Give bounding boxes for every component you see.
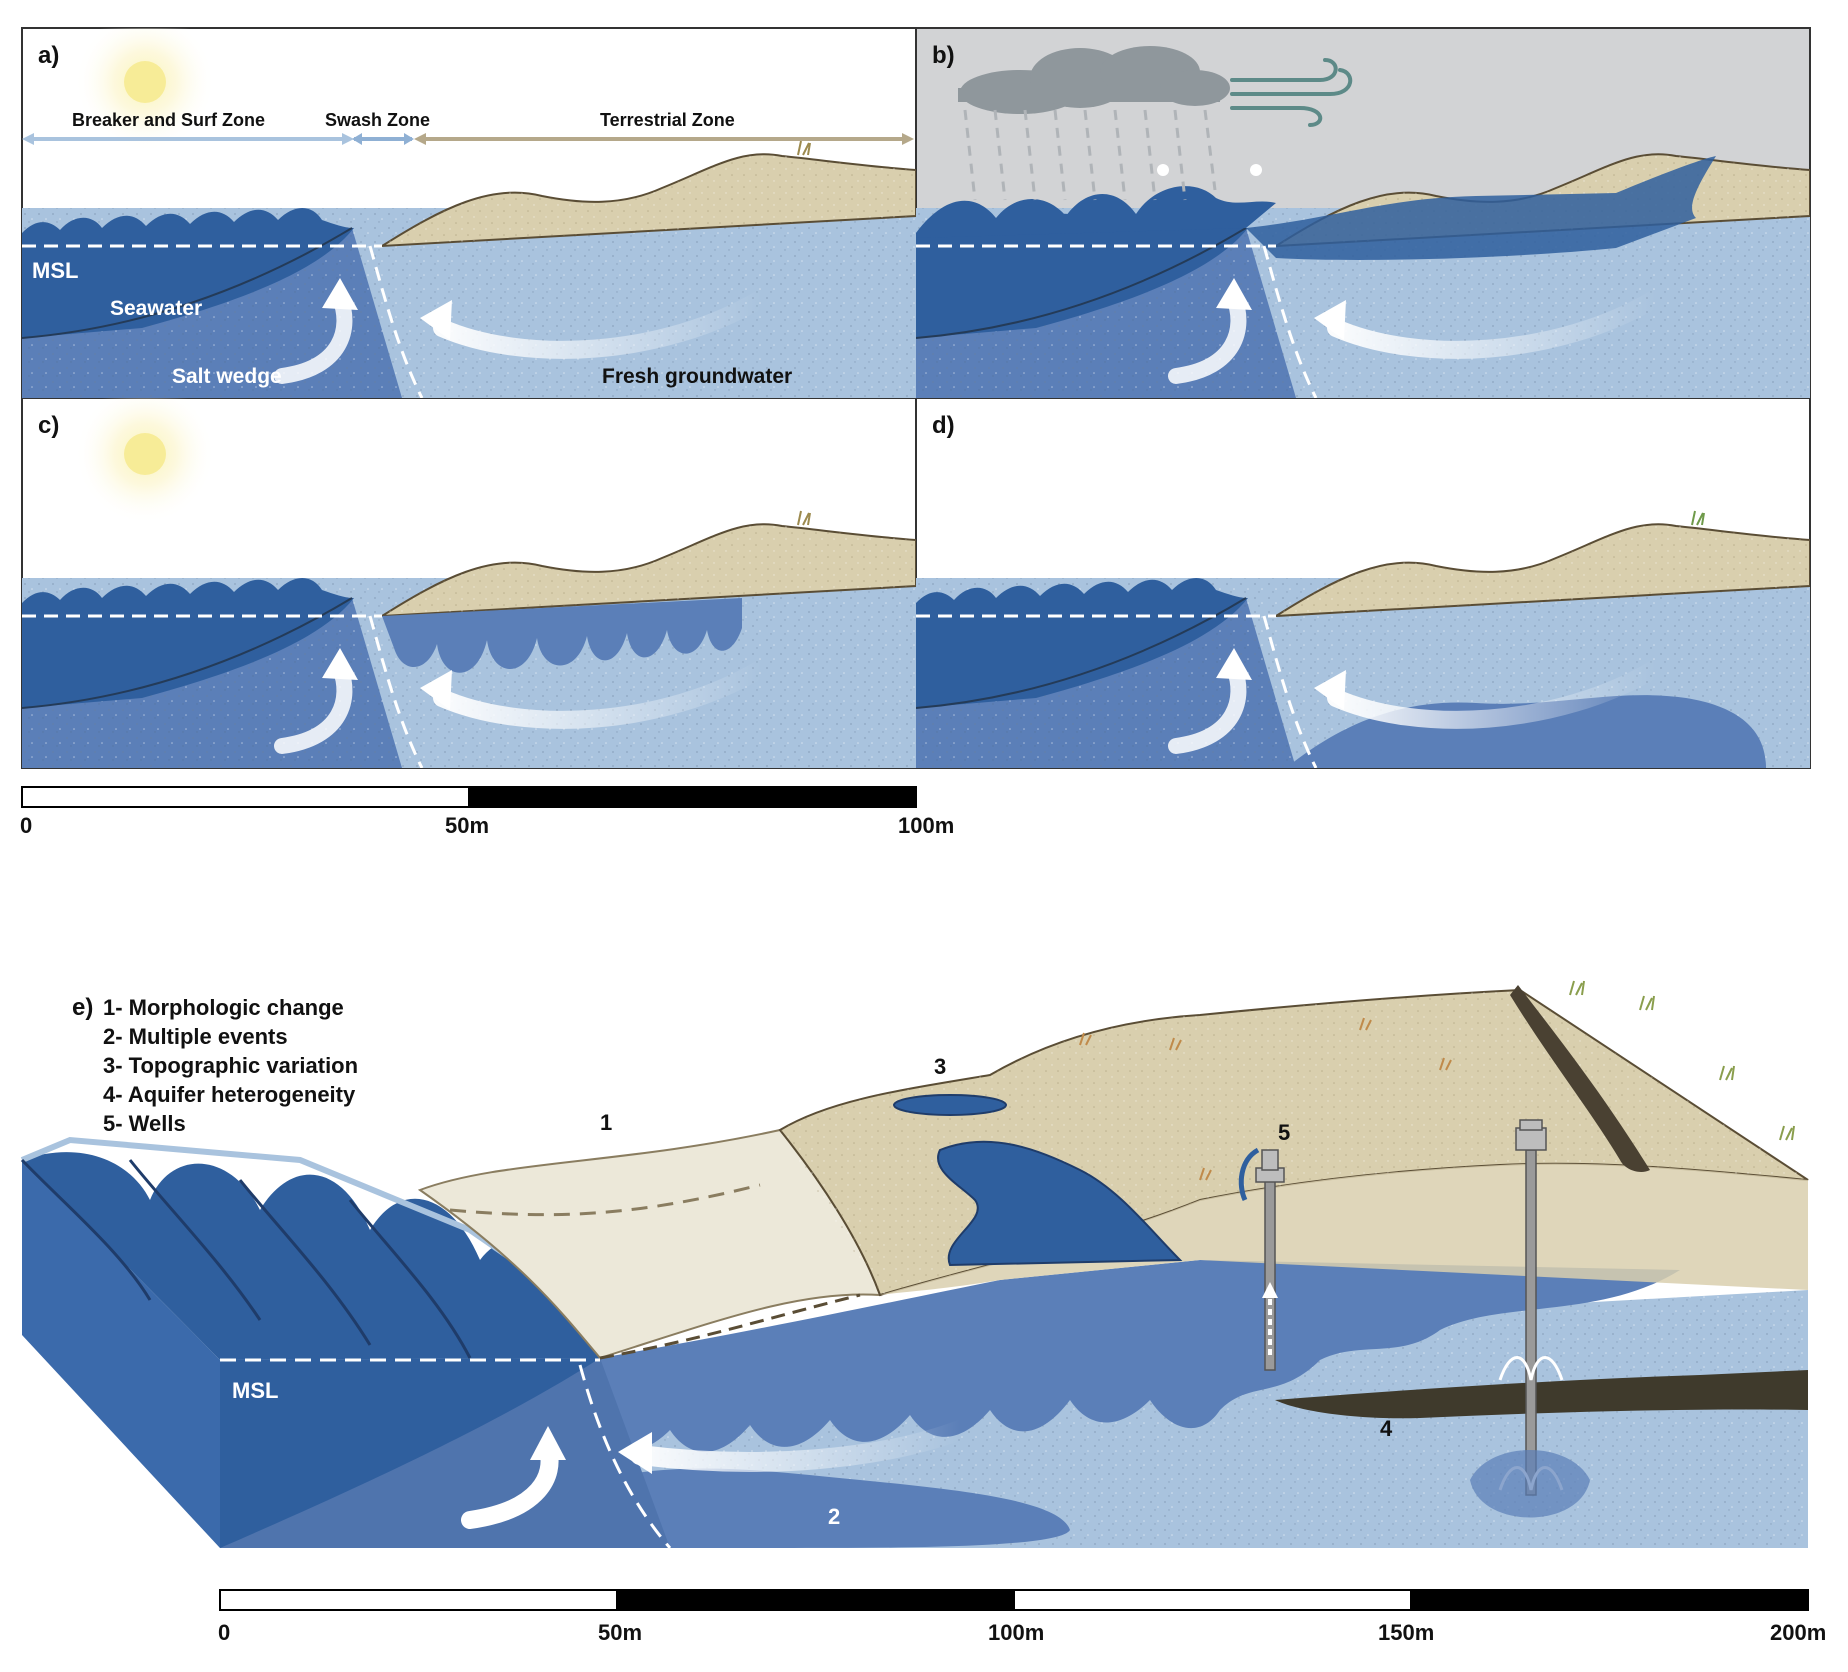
scale-bar-bottom — [219, 1589, 1809, 1611]
zone-arrows — [22, 133, 914, 145]
label-msl-e: MSL — [232, 1378, 278, 1403]
panel-a-letter: a) — [38, 42, 59, 69]
legend-item-3: 3- Topographic variation — [103, 1053, 358, 1078]
marker-4: 4 — [1380, 1416, 1393, 1441]
marker-2: 2 — [828, 1504, 840, 1529]
cloud-icon — [958, 46, 1230, 114]
scale-bottom-tick-50: 50m — [598, 1620, 642, 1645]
scale-top-tick-100: 100m — [898, 813, 954, 838]
panel-c — [22, 398, 916, 768]
marker-1: 1 — [600, 1110, 612, 1135]
well-2 — [1470, 1119, 1590, 1518]
zone-label-terrestrial: Terrestrial Zone — [600, 110, 735, 130]
legend-item-2: 2- Multiple events — [103, 1024, 288, 1049]
marker-5: 5 — [1278, 1120, 1290, 1145]
panel-b — [916, 46, 1810, 398]
well-1 — [1238, 1147, 1285, 1371]
panel-d — [916, 510, 1810, 768]
panel-c-letter: c) — [38, 412, 59, 439]
scale-top-tick-0: 0 — [20, 813, 32, 838]
legend-item-4: 4- Aquifer heterogeneity — [103, 1082, 356, 1107]
scale-bottom-tick-150: 150m — [1378, 1620, 1434, 1645]
panel-e-letter: e) — [72, 994, 93, 1021]
rain — [963, 109, 1217, 201]
legend-item-1: 1- Morphologic change — [103, 995, 344, 1020]
label-salt-wedge: Salt wedge — [172, 365, 282, 388]
scale-bottom-tick-200: 200m — [1770, 1620, 1826, 1645]
panel-e — [20, 980, 1809, 1549]
wind-icon — [1230, 58, 1353, 127]
legend-item-5: 5- Wells — [103, 1111, 186, 1136]
panel-b-letter: b) — [932, 42, 955, 69]
label-fresh-groundwater: Fresh groundwater — [602, 365, 792, 388]
zone-label-swash: Swash Zone — [325, 110, 430, 130]
legend-e: 1- Morphologic change 2- Multiple events… — [103, 995, 358, 1136]
panel-d-letter: d) — [932, 412, 955, 439]
label-msl-a: MSL — [32, 258, 78, 283]
scale-bottom-tick-100: 100m — [988, 1620, 1044, 1645]
label-seawater: Seawater — [110, 297, 202, 320]
scale-top-tick-50: 50m — [445, 813, 489, 838]
scale-bottom-tick-0: 0 — [218, 1620, 230, 1645]
zone-label-breaker: Breaker and Surf Zone — [72, 110, 265, 130]
panel-a — [22, 28, 916, 398]
scale-bar-top — [21, 786, 917, 808]
marker-3: 3 — [934, 1054, 946, 1079]
